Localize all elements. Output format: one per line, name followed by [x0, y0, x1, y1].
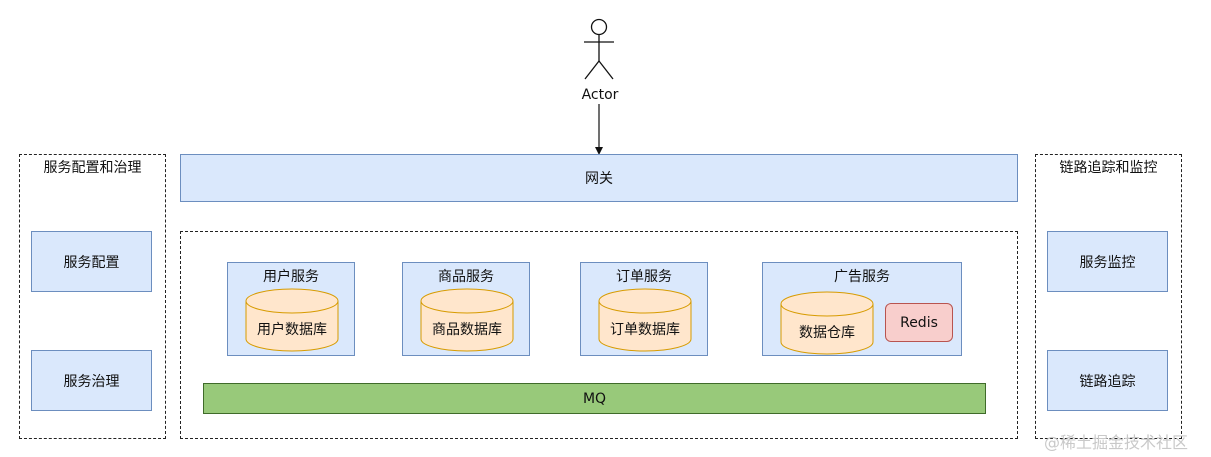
actor-icon	[584, 18, 614, 80]
config-governance-panel-title: 服务配置和治理	[43, 160, 142, 176]
service-monitor-box[interactable]: 服务监控	[1047, 231, 1168, 292]
product-db-label: 商品数据库	[432, 322, 502, 338]
order-service-title: 订单服务	[616, 269, 672, 285]
product-service-title: 商品服务	[438, 269, 494, 285]
user-db-label: 用户数据库	[257, 322, 327, 338]
watermark: @稀土掘金技术社区	[1044, 433, 1189, 452]
gateway-box[interactable]: 网关	[180, 154, 1018, 202]
service-config-box[interactable]: 服务配置	[31, 231, 152, 292]
database-icon	[420, 288, 514, 352]
product-db-cylinder[interactable]: 商品数据库	[420, 287, 514, 353]
ad-service-title: 广告服务	[834, 269, 890, 285]
product-service-box[interactable]: 商品服务 商品数据库	[402, 262, 530, 356]
redis-box[interactable]: Redis	[885, 303, 953, 342]
data-warehouse-label: 数据仓库	[799, 325, 855, 341]
config-governance-panel	[19, 154, 166, 439]
ad-service-box[interactable]: 广告服务 数据仓库 Redis	[762, 262, 962, 356]
tracing-monitoring-panel-title: 链路追踪和监控	[1059, 160, 1158, 176]
order-db-cylinder[interactable]: 订单数据库	[598, 287, 692, 353]
order-db-label: 订单数据库	[610, 322, 680, 338]
mq-bar[interactable]: MQ	[203, 383, 986, 414]
user-db-cylinder[interactable]: 用户数据库	[245, 287, 339, 353]
user-service-box[interactable]: 用户服务 用户数据库	[227, 262, 355, 356]
database-icon	[245, 288, 339, 352]
actor-label: Actor	[581, 87, 619, 103]
data-warehouse-cylinder[interactable]: 数据仓库	[780, 290, 874, 356]
order-service-box[interactable]: 订单服务 订单数据库	[580, 262, 708, 356]
service-governance-box[interactable]: 服务治理	[31, 350, 152, 411]
user-service-title: 用户服务	[263, 269, 319, 285]
services-container	[180, 231, 1018, 439]
actor-figure	[584, 18, 614, 155]
database-icon	[598, 288, 692, 352]
arrow-head-icon	[595, 147, 603, 155]
tracing-monitoring-panel	[1035, 154, 1182, 439]
database-icon	[780, 291, 874, 355]
trace-box[interactable]: 链路追踪	[1047, 350, 1168, 411]
